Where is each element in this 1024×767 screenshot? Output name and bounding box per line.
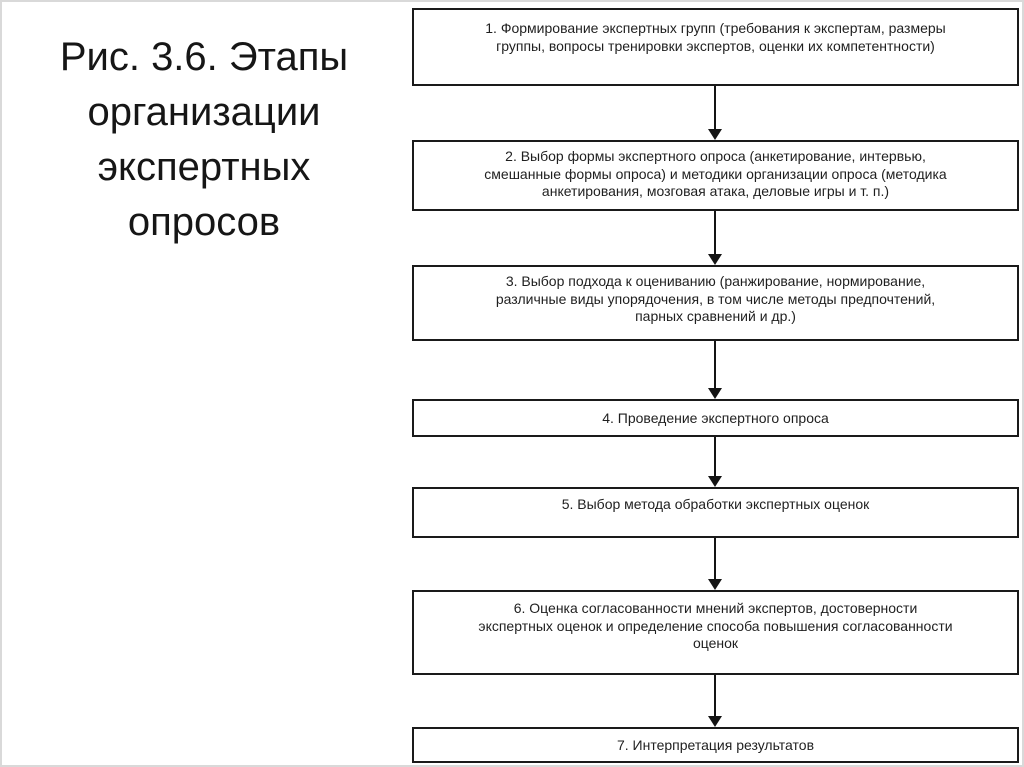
flow-step-3: 3. Выбор подхода к оцениванию (ранжирова… (412, 265, 1019, 341)
flow-step-7-label: 7. Интерпретация результатов (616, 737, 815, 753)
arrow-down-icon (708, 716, 722, 727)
flow-step-5-label: 5. Выбор метода обработки экспертных оце… (561, 496, 870, 512)
arrow-down-icon (708, 254, 722, 265)
arrow-stem (713, 675, 717, 716)
flow-step-2: 2. Выбор формы экспертного опроса (анкет… (412, 140, 1019, 211)
arrow-stem (713, 86, 717, 129)
arrow-stem (713, 538, 717, 579)
arrow-down-icon (708, 579, 722, 590)
flow-connector-4 (701, 437, 729, 487)
arrow-down-icon (708, 129, 722, 140)
flow-step-4-label: 4. Проведение экспертного опроса (602, 410, 829, 426)
flow-connector-5 (701, 538, 729, 590)
arrow-down-icon (708, 388, 722, 399)
flow-step-4: 4. Проведение экспертного опроса (412, 399, 1019, 437)
arrow-stem (713, 341, 717, 388)
flow-step-1-label: 1. Формирование экспертных групп (требов… (485, 20, 946, 54)
flow-connector-2 (701, 211, 729, 265)
arrow-stem (713, 211, 717, 254)
flow-step-5: 5. Выбор метода обработки экспертных оце… (412, 487, 1019, 538)
flow-connector-6 (701, 675, 729, 727)
flow-connector-3 (701, 341, 729, 399)
flow-step-6-label: 6. Оценка согласованности мнений эксперт… (478, 600, 953, 651)
flow-step-7: 7. Интерпретация результатов (412, 727, 1019, 763)
flow-step-3-label: 3. Выбор подхода к оцениванию (ранжирова… (495, 273, 936, 324)
arrow-stem (713, 437, 717, 476)
arrow-down-icon (708, 476, 722, 487)
flow-step-2-label: 2. Выбор формы экспертного опроса (анкет… (484, 148, 947, 199)
flow-step-1: 1. Формирование экспертных групп (требов… (412, 8, 1019, 86)
flow-connector-1 (701, 86, 729, 140)
flow-step-6: 6. Оценка согласованности мнений эксперт… (412, 590, 1019, 675)
figure-caption: Рис. 3.6. Этапы организации экспертных о… (59, 35, 349, 244)
